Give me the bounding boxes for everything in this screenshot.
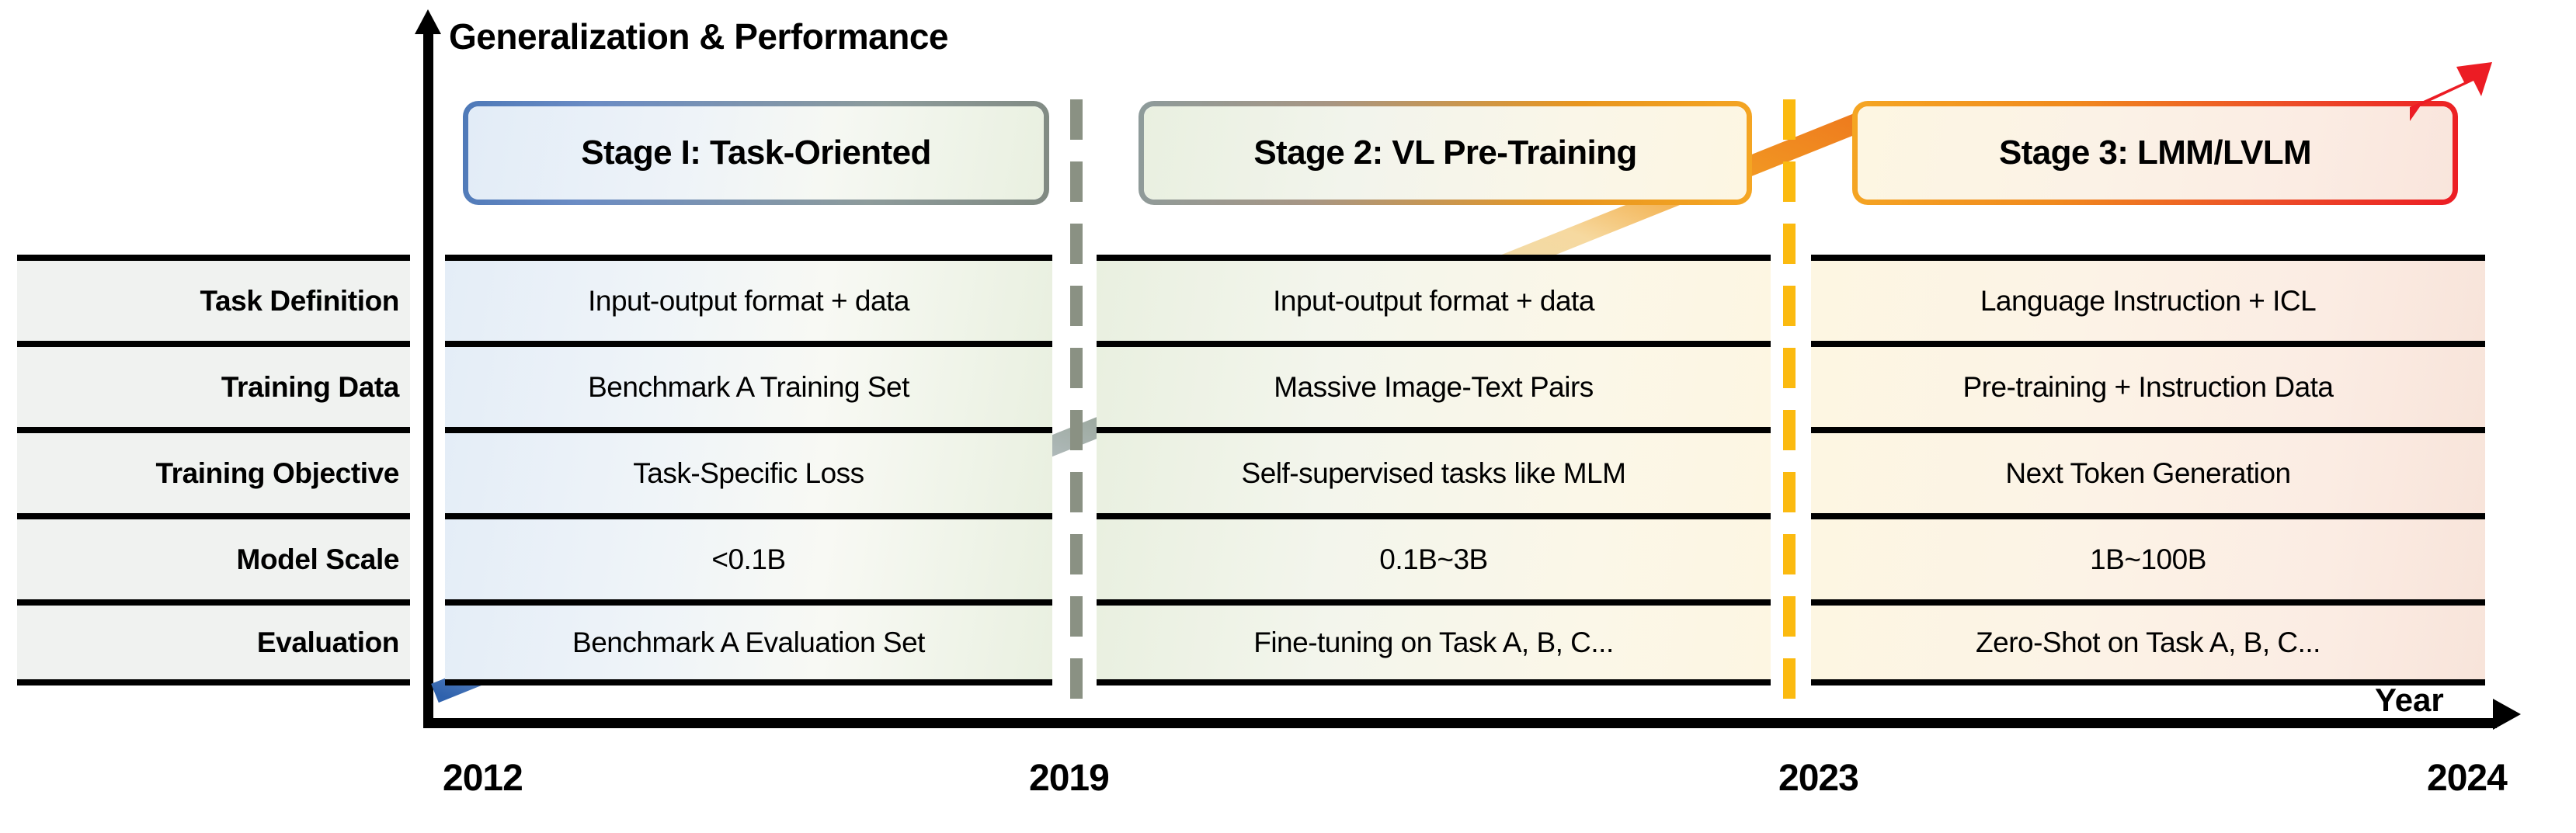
year-tick-2024: 2024 — [2427, 758, 2508, 799]
table-row: Task Definition Input-output format + da… — [0, 255, 2576, 341]
table-row: Evaluation Benchmark A Evaluation Set Fi… — [0, 599, 2576, 685]
table-cell: <0.1B — [445, 513, 1052, 599]
stage-divider-2019 — [1070, 99, 1083, 720]
row-label-training-objective: Training Objective — [17, 427, 410, 513]
table-row: Model Scale <0.1B 0.1B~3B 1B~100B — [0, 513, 2576, 599]
cell-text: <0.1B — [711, 543, 786, 575]
table-cell: Next Token Generation — [1811, 427, 2485, 513]
cell-text: Benchmark A Training Set — [588, 370, 909, 403]
growth-arrow-icon — [2410, 62, 2492, 121]
x-axis-arrow-icon — [2493, 699, 2521, 730]
row-label-training-data: Training Data — [17, 341, 410, 427]
table-cell: Pre-training + Instruction Data — [1811, 341, 2485, 427]
x-axis-title: Year — [2375, 682, 2444, 718]
table-cell: Input-output format + data — [445, 255, 1052, 341]
row-label-text: Model Scale — [236, 543, 400, 575]
table-cell: Zero-Shot on Task A, B, C... — [1811, 599, 2485, 685]
comparison-table: Task Definition Input-output format + da… — [0, 255, 2576, 688]
row-label-text: Training Data — [221, 370, 400, 403]
row-label-text: Task Definition — [200, 284, 400, 317]
cell-text: Self-supervised tasks like MLM — [1241, 456, 1626, 489]
table-cell: Self-supervised tasks like MLM — [1097, 427, 1771, 513]
stage-divider-2023 — [1783, 99, 1796, 720]
table-cell: Input-output format + data — [1097, 255, 1771, 341]
table-cell: 1B~100B — [1811, 513, 2485, 599]
table-row: Training Objective Task-Specific Loss Se… — [0, 427, 2576, 513]
table-cell: 0.1B~3B — [1097, 513, 1771, 599]
table-cell: Task-Specific Loss — [445, 427, 1052, 513]
row-label-evaluation: Evaluation — [17, 599, 410, 685]
stage-box-label: Stage 2: VL Pre-Training — [1253, 134, 1637, 172]
table-row: Training Data Benchmark A Training Set M… — [0, 341, 2576, 427]
stage-box-vl-pre-training[interactable]: Stage 2: VL Pre-Training — [1139, 101, 1752, 205]
year-tick-2012: 2012 — [443, 758, 523, 799]
table-cell: Massive Image-Text Pairs — [1097, 341, 1771, 427]
year-tick-2019: 2019 — [1029, 758, 1110, 799]
y-axis-title: Generalization & Performance — [449, 16, 948, 57]
cell-text: Input-output format + data — [1273, 284, 1594, 317]
cell-text: Benchmark A Evaluation Set — [572, 626, 925, 658]
cell-text: 1B~100B — [2090, 543, 2206, 575]
cell-text: Language Instruction + ICL — [1980, 284, 2317, 317]
stage-box-label: Stage I: Task-Oriented — [581, 134, 931, 172]
cell-text: Massive Image-Text Pairs — [1274, 370, 1594, 403]
row-label-model-scale: Model Scale — [17, 513, 410, 599]
table-cell: Language Instruction + ICL — [1811, 255, 2485, 341]
row-label-task-definition: Task Definition — [17, 255, 410, 341]
cell-text: Fine-tuning on Task A, B, C... — [1253, 626, 1614, 658]
cell-text: Pre-training + Instruction Data — [1962, 370, 2334, 403]
table-cell: Benchmark A Training Set — [445, 341, 1052, 427]
stage-box-task-oriented[interactable]: Stage I: Task-Oriented — [463, 101, 1049, 205]
table-cell: Benchmark A Evaluation Set — [445, 599, 1052, 685]
year-tick-2023: 2023 — [1778, 758, 1859, 799]
row-label-text: Evaluation — [256, 626, 400, 658]
cell-text: Zero-Shot on Task A, B, C... — [1976, 626, 2320, 658]
cell-text: Input-output format + data — [588, 284, 909, 317]
cell-text: Next Token Generation — [2005, 456, 2291, 489]
table-cell: Fine-tuning on Task A, B, C... — [1097, 599, 1771, 685]
stage-box-label: Stage 3: LMM/LVLM — [1998, 134, 2312, 172]
cell-text: 0.1B~3B — [1379, 543, 1488, 575]
x-axis-line — [423, 718, 2497, 728]
y-axis-line — [423, 30, 433, 728]
cell-text: Task-Specific Loss — [633, 456, 864, 489]
stage-box-lmm-lvlm[interactable]: Stage 3: LMM/LVLM — [1852, 101, 2458, 205]
row-label-text: Training Objective — [155, 456, 399, 489]
